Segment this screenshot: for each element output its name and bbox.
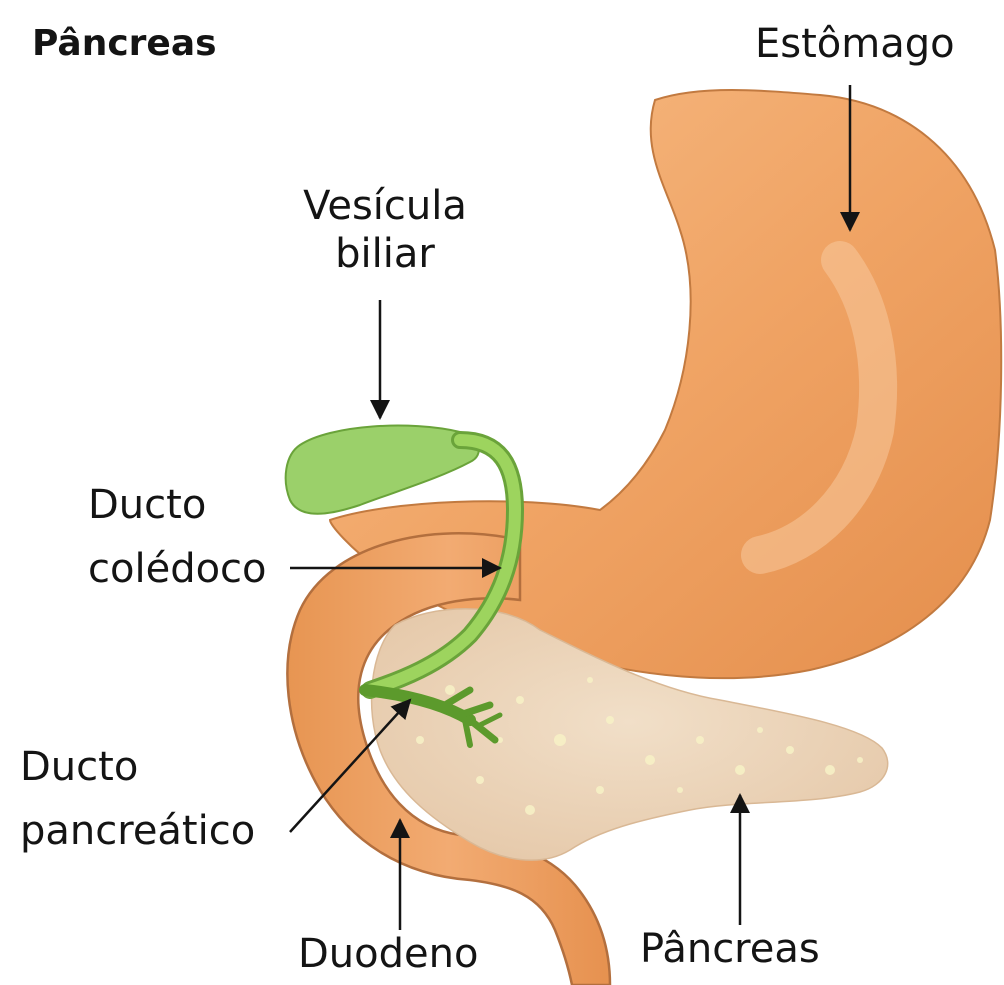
label-pancreatic-duct-line1: Ducto	[20, 735, 255, 799]
gallbladder-shape	[286, 426, 479, 514]
label-pancreatic-duct-line2: pancreático	[20, 799, 255, 863]
label-common-bile-duct: Ducto colédoco	[88, 473, 267, 601]
label-pancreatic-duct: Ducto pancreático	[20, 735, 255, 863]
label-stomach: Estômago	[755, 20, 955, 68]
label-common-bile-duct-line2: colédoco	[88, 537, 267, 601]
label-pancreas: Pâncreas	[640, 925, 820, 973]
page-title: Pâncreas	[32, 22, 217, 65]
label-gallbladder-line2: biliar	[290, 230, 480, 278]
label-gallbladder-line1: Vesícula	[290, 182, 480, 230]
label-gallbladder: Vesícula biliar	[290, 182, 480, 278]
label-duodenum: Duodeno	[298, 930, 478, 978]
label-common-bile-duct-line1: Ducto	[88, 473, 267, 537]
